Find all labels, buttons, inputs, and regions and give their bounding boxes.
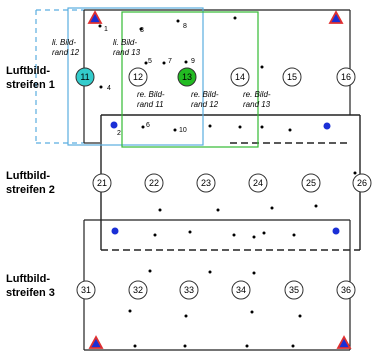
photo-center-36: 36 [336, 280, 356, 300]
svg-text:24: 24 [253, 178, 263, 188]
svg-text:13: 13 [182, 72, 192, 82]
edge-label-line1: li. Bild- [113, 38, 138, 47]
control-point-icon [111, 227, 119, 235]
strip-label-line1: Luftbild- [6, 170, 50, 182]
edge-label-line2: rand 13 [113, 48, 141, 57]
photo-center-11: 11 [75, 67, 95, 87]
tie-point-labels: 1 2 3 4 5 6 7 8 9 10 [104, 23, 195, 137]
tie-point-label: 6 [146, 122, 150, 129]
photo-center-16: 16 [336, 67, 356, 87]
edge-label-line1: li. Bild- [52, 38, 77, 47]
strip-3-boundary [83, 219, 351, 351]
control-point-icon [110, 121, 118, 129]
edge-label-right-12: re. Bild- rand 12 [191, 90, 219, 110]
svg-text:14: 14 [235, 72, 245, 82]
control-point-icon [323, 122, 331, 130]
strip-label-1: Luftbild- streifen 1 [6, 64, 55, 92]
photo-center-24: 24 [248, 173, 268, 193]
svg-text:23: 23 [201, 178, 211, 188]
photo-center-14: 14 [230, 67, 250, 87]
edge-label-line1: re. Bild- [137, 90, 165, 99]
tie-point-label: 10 [179, 127, 187, 134]
tie-point-label: 3 [140, 27, 144, 34]
tie-point-label: 2 [117, 130, 121, 137]
svg-text:11: 11 [80, 72, 89, 82]
tie-point-label: 1 [104, 26, 108, 33]
photo-center-12: 12 [128, 67, 148, 87]
photo-center-22: 22 [144, 173, 164, 193]
edge-label-left-12: li. Bild- rand 12 [52, 38, 79, 58]
svg-text:33: 33 [184, 285, 194, 295]
photo-center-34: 34 [231, 280, 251, 300]
strip-label-3: Luftbild- streifen 3 [6, 272, 55, 300]
strip-label-line1: Luftbild- [6, 273, 50, 285]
photo-center-32: 32 [128, 280, 148, 300]
photo-center-33: 33 [179, 280, 199, 300]
tie-point-label: 4 [107, 85, 111, 92]
photo-center-15: 15 [282, 67, 302, 87]
photo-center-26: 26 [352, 173, 372, 193]
svg-text:35: 35 [289, 285, 299, 295]
control-point-icon [332, 227, 340, 235]
strip-2-boundary [100, 114, 361, 251]
svg-text:31: 31 [81, 285, 91, 295]
photo-center-13: 13 [177, 67, 197, 87]
strip-label-line2: streifen 2 [6, 184, 55, 196]
edge-label-right-11: re. Bild- rand 11 [137, 90, 165, 110]
svg-text:15: 15 [287, 72, 297, 82]
ground-control-triangle-icon [87, 10, 103, 24]
edge-label-right-13: re. Bild- rand 13 [243, 90, 271, 110]
edge-label-line2: rand 13 [243, 100, 271, 109]
ground-control-triangle-icon [328, 10, 344, 24]
image-frame-13 [121, 11, 259, 148]
svg-text:34: 34 [236, 285, 246, 295]
tie-point-label: 5 [148, 58, 152, 65]
tie-point-label: 9 [191, 58, 195, 65]
strip-label-line2: streifen 3 [6, 287, 55, 299]
svg-text:25: 25 [306, 178, 316, 188]
svg-text:21: 21 [97, 178, 107, 188]
edge-label-line1: re. Bild- [243, 90, 271, 99]
ground-control-triangle-icon [336, 335, 352, 349]
svg-text:12: 12 [133, 72, 143, 82]
tie-point-label: 8 [183, 23, 187, 30]
strip-label-2: Luftbild- streifen 2 [6, 169, 55, 197]
svg-text:16: 16 [341, 72, 351, 82]
photo-center-31: 31 [76, 280, 96, 300]
edge-label-line2: rand 12 [191, 100, 219, 109]
edge-label-line2: rand 12 [52, 48, 80, 57]
strip-label-line1: Luftbild- [6, 65, 50, 77]
tie-point-dots [98, 16, 357, 348]
strip-label-line2: streifen 1 [6, 79, 55, 91]
edge-label-line2: rand 11 [137, 100, 164, 109]
svg-text:26: 26 [357, 178, 367, 188]
edge-label-left-13: li. Bild- rand 13 [113, 38, 140, 58]
photo-center-25: 25 [301, 173, 321, 193]
image-frame-12 [67, 7, 204, 146]
svg-text:22: 22 [149, 178, 159, 188]
photo-center-23: 23 [196, 173, 216, 193]
edge-label-line1: re. Bild- [191, 90, 219, 99]
svg-text:32: 32 [133, 285, 143, 295]
svg-text:36: 36 [341, 285, 351, 295]
ground-control-triangle-icon [88, 335, 104, 349]
photo-center-21: 21 [92, 173, 112, 193]
tie-point-label: 7 [168, 58, 172, 65]
photo-center-35: 35 [284, 280, 304, 300]
